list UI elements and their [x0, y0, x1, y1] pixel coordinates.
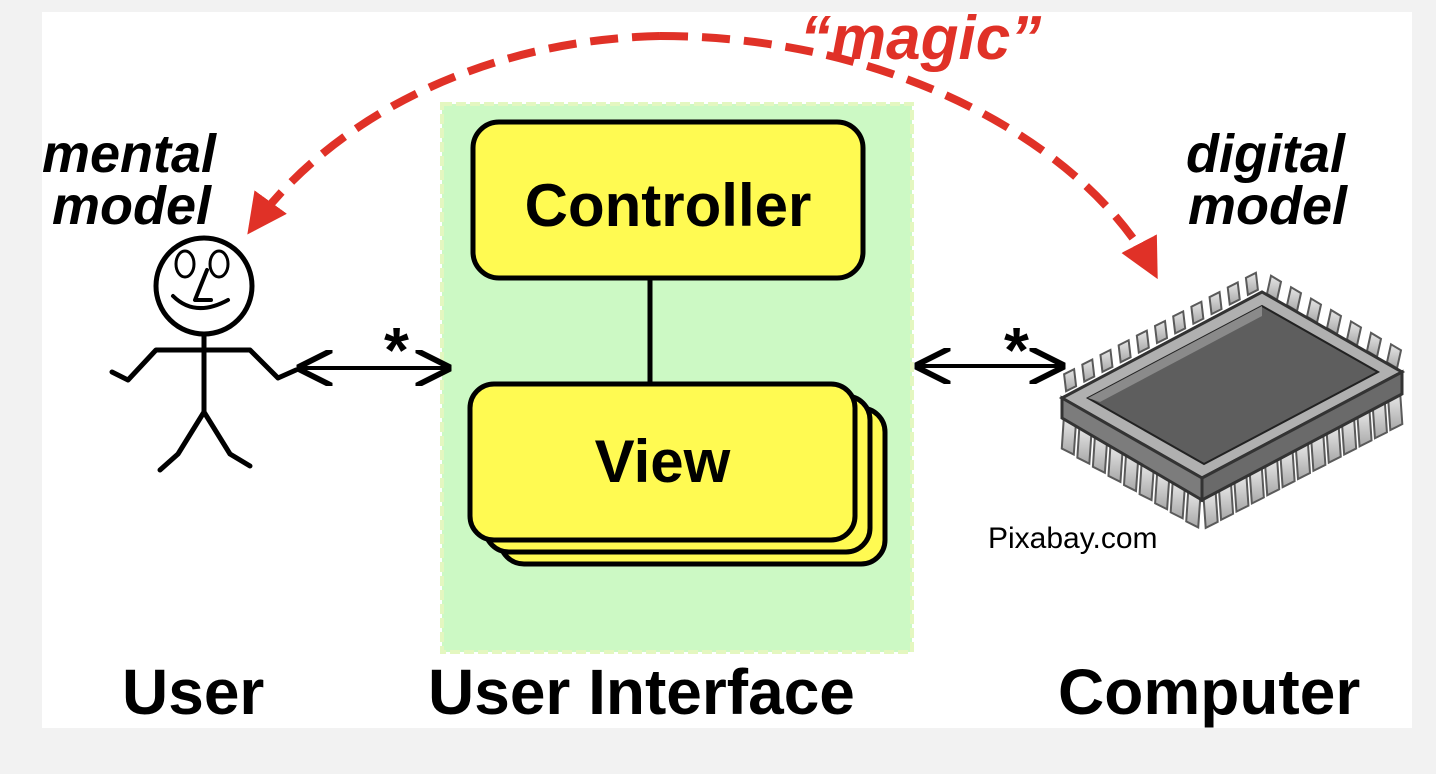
- microchip-icon: [1058, 271, 1406, 530]
- chip-pin: [1190, 300, 1205, 326]
- image-credit: Pixabay.com: [988, 522, 1158, 555]
- user-label: User: [122, 656, 265, 728]
- chip-pin: [1081, 358, 1096, 384]
- stick-figure-icon: [109, 235, 299, 473]
- user-ui-multiplicity-star: *: [384, 314, 409, 386]
- chip-pin: [1063, 367, 1078, 393]
- chip-pin: [1208, 290, 1223, 316]
- mental-model-label-line1: mental: [42, 124, 217, 184]
- view-box-front: [467, 381, 858, 543]
- user-interface-label: User Interface: [428, 656, 855, 728]
- magic-label: “magic”: [800, 4, 1042, 73]
- controller-box: [470, 119, 866, 281]
- digital-model-label-line1: digital: [1186, 124, 1345, 184]
- chip-pin: [1172, 309, 1187, 335]
- digital-model-label-line2: model: [1188, 176, 1348, 236]
- ui-computer-multiplicity-star: *: [1004, 314, 1029, 386]
- view-label: View: [594, 428, 731, 495]
- controller-label: Controller: [524, 172, 812, 239]
- magic-arrow-to-computer: [659, 32, 1158, 280]
- mental-model-label-line2: model: [52, 176, 212, 236]
- chip-pin: [1153, 319, 1169, 345]
- computer-label: Computer: [1058, 656, 1361, 728]
- chip-pin: [1226, 280, 1241, 306]
- chip-pin: [1117, 338, 1132, 364]
- chip-pin: [1099, 348, 1114, 374]
- chip-pin: [1135, 329, 1150, 355]
- chip-pin: [1244, 271, 1259, 297]
